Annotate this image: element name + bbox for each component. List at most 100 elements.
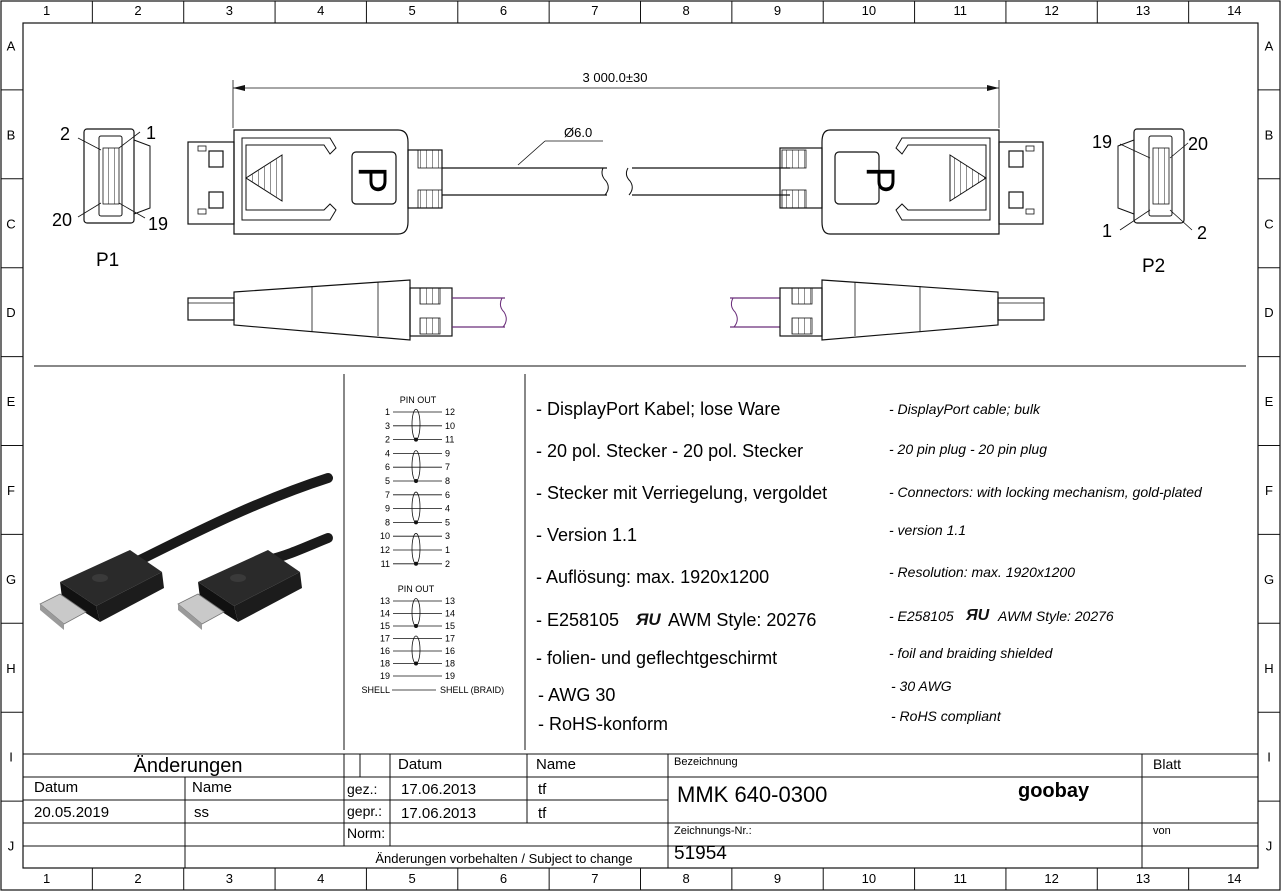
p2-pin-20: 20 [1188,134,1208,154]
p1-connector-face [77,128,151,224]
pinout-pin-left: 13 [380,596,390,606]
pinout-pin-left: 12 [380,545,390,555]
pinout-pin-left: 6 [385,462,390,472]
drawn-date: 17.06.2013 [401,781,476,798]
frame-row-right-J: J [1266,839,1273,854]
title-block: Änderungen Datum Name 20.05.2019 ss Datu… [34,755,1181,866]
frame-col-bottom-9: 9 [774,871,781,886]
product-photo [39,473,333,630]
spec-de-awg: - AWG 30 [538,685,615,705]
frame-row-right-G: G [1264,572,1274,587]
frame-col-bottom-10: 10 [862,871,876,886]
frame-col-bottom-1: 1 [43,871,50,886]
frame-col-top-12: 12 [1044,3,1058,18]
frame-row-right-C: C [1264,216,1273,231]
frame-col-bottom-7: 7 [591,871,598,886]
pinout-pin-right: 19 [445,671,455,681]
frame-row-right-H: H [1264,661,1273,676]
pinout-pin-right: 8 [445,476,450,486]
frame-row-right-F: F [1265,483,1273,498]
approval-name-header: Name [536,756,576,773]
frame-row-right-E: E [1265,394,1274,409]
drawn-label: gez.: [347,781,377,797]
changes-date-header: Datum [34,779,78,796]
spec-en-awg: - 30 AWG [891,678,952,694]
spec-en-shielding: - foil and braiding shielded [889,645,1054,661]
pinout-pin-right: 12 [445,407,455,417]
frame-col-top-3: 3 [226,3,233,18]
changes-header: Änderungen [134,755,243,777]
frame-col-top-14: 14 [1227,3,1241,18]
svg-text:ЯU: ЯU [635,610,661,629]
frame-row-right-B: B [1265,127,1274,142]
pinout-pin-right: 1 [445,545,450,555]
pinout-drain [414,624,418,628]
left-connector-logo: P [350,167,394,194]
spec-de-pins: - 20 pol. Stecker - 20 pol. Stecker [536,441,803,461]
frame-col-bottom-3: 3 [226,871,233,886]
drawing-number: 51954 [674,843,727,864]
frame-row-left-F: F [7,483,15,498]
spec-en-rohs: - RoHS compliant [891,708,1002,724]
pinout-pin-left: 19 [380,671,390,681]
p2-pin-2: 2 [1197,223,1207,243]
frame-row-right-D: D [1264,305,1273,320]
frame-col-top-6: 6 [500,3,507,18]
frame-col-bottom-8: 8 [683,871,690,886]
frame-col-bottom-14: 14 [1227,871,1241,886]
pinout-drain [414,661,418,666]
pinout-pin-left: 7 [385,490,390,500]
spec-de-awm: AWM Style: 20276 [668,610,816,630]
checked-date: 17.06.2013 [401,805,476,822]
pinout-pin-right: 9 [445,448,450,458]
spec-de-e-number: - E258105 [536,610,619,630]
p2-pin-19: 19 [1092,132,1112,152]
pinout-drain [414,437,418,442]
spec-de-resolution: - Auflösung: max. 1920x1200 [536,567,769,587]
pinout-pin-right: 18 [445,659,455,669]
frame-col-top-5: 5 [408,3,415,18]
checked-label: gepr.: [347,803,382,819]
spec-de-shielding: - folien- und geflechtgeschirmt [536,648,777,668]
spec-en-version: - version 1.1 [889,522,966,538]
subject-to-change: Änderungen vorbehalten / Subject to chan… [375,851,632,866]
shell-left: SHELL [361,685,390,695]
frame-row-left-H: H [6,661,15,676]
frame-col-top-2: 2 [134,3,141,18]
pinout-pin-right: 16 [445,646,455,656]
frame-col-bottom-2: 2 [134,871,141,886]
specs-german: - DisplayPort Kabel; lose Ware - 20 pol.… [536,399,827,734]
frame-col-top-7: 7 [591,3,598,18]
frame-col-top-13: 13 [1136,3,1150,18]
frame-row-left-D: D [6,305,15,320]
frame-col-top-11: 11 [954,3,968,18]
pinout-title-2: PIN OUT [398,584,435,594]
pinout-title-1: PIN OUT [400,395,437,405]
frame-col-top-1: 1 [43,3,50,18]
pinout-pin-right: 17 [445,634,455,644]
pinout-twist [411,450,421,482]
p2-connector-face [1117,128,1193,231]
sheet-label: Blatt [1153,756,1181,772]
p1-pin-19: 19 [148,214,168,234]
pinout-pin-right: 7 [445,462,450,472]
approval-date-header: Datum [398,756,442,773]
p1-label: P1 [96,250,119,271]
pinout-pin-right: 5 [445,517,450,527]
p1-pin-20: 20 [52,210,72,230]
pinout-twist [411,635,421,664]
pinout-pin-right: 10 [445,421,455,431]
cable-top-view [187,80,1044,235]
frame-col-bottom-5: 5 [408,871,415,886]
frame-row-left-E: E [7,394,16,409]
pinout-pin-left: 14 [380,609,390,619]
ul-logo-en: ЯU [965,607,990,624]
title-block-lines [23,753,1258,868]
frame-col-bottom-13: 13 [1136,871,1150,886]
drawing-number-label: Zeichnungs-Nr.: [674,825,752,837]
